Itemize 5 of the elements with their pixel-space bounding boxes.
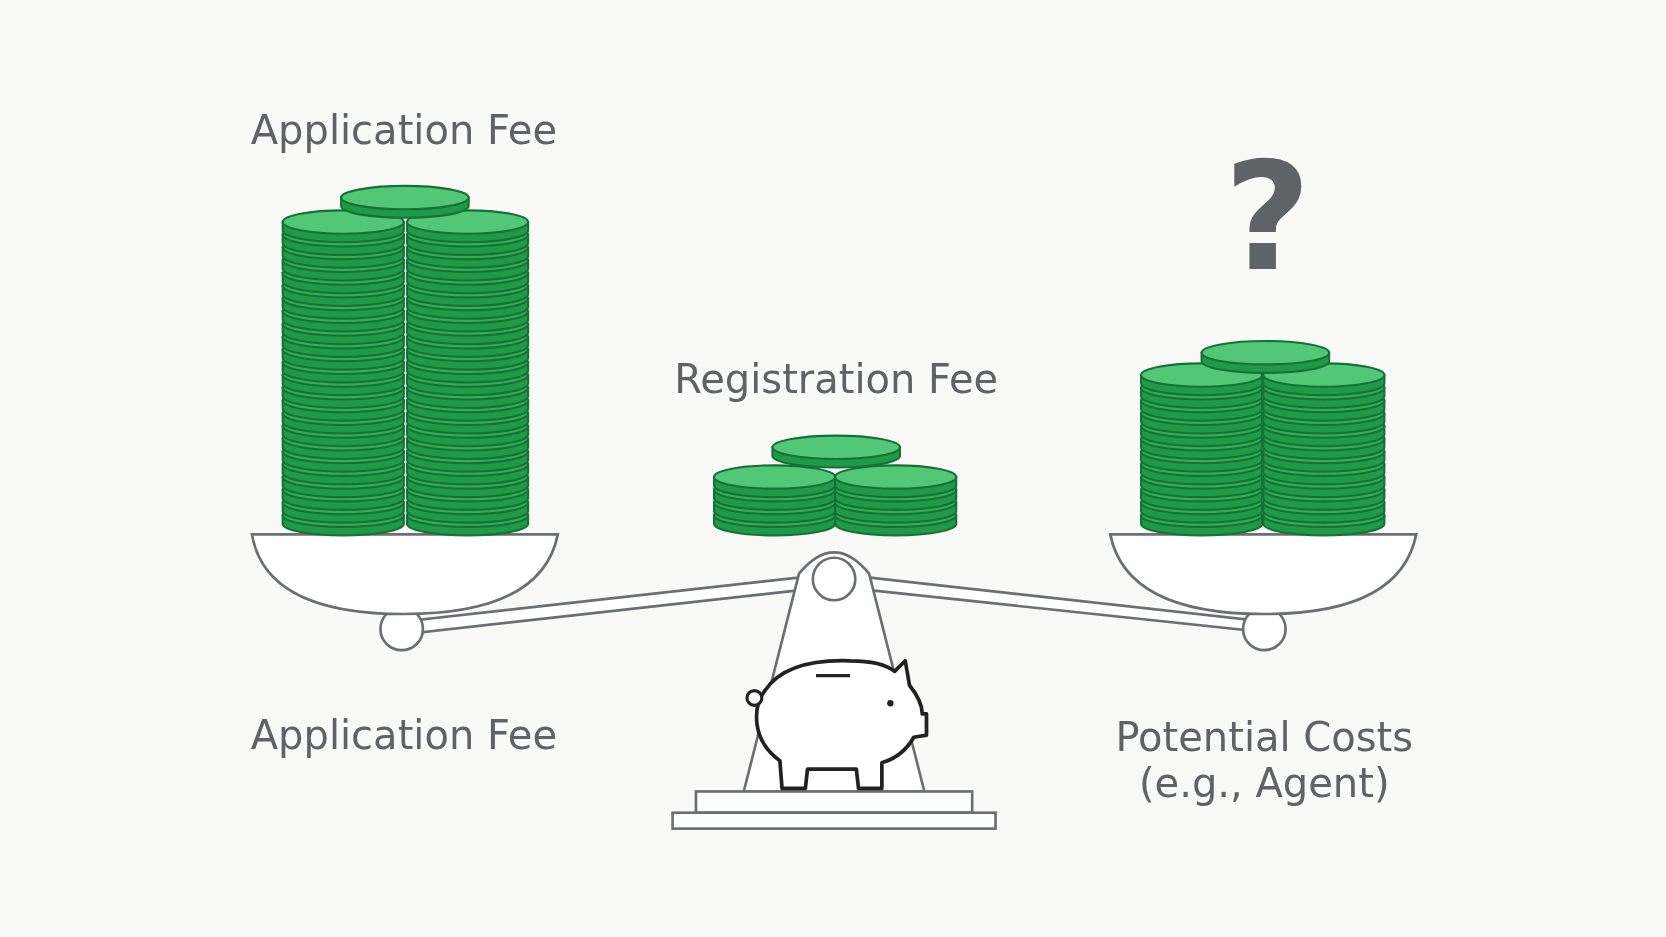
cost-label: Application Fee <box>250 106 557 153</box>
question-mark: ? <box>1224 138 1312 297</box>
cost-label: Registration Fee <box>674 356 999 403</box>
cost-label: Application Fee <box>250 712 557 759</box>
cost-label: Potential Costs (e.g., Agent) <box>1114 713 1415 806</box>
